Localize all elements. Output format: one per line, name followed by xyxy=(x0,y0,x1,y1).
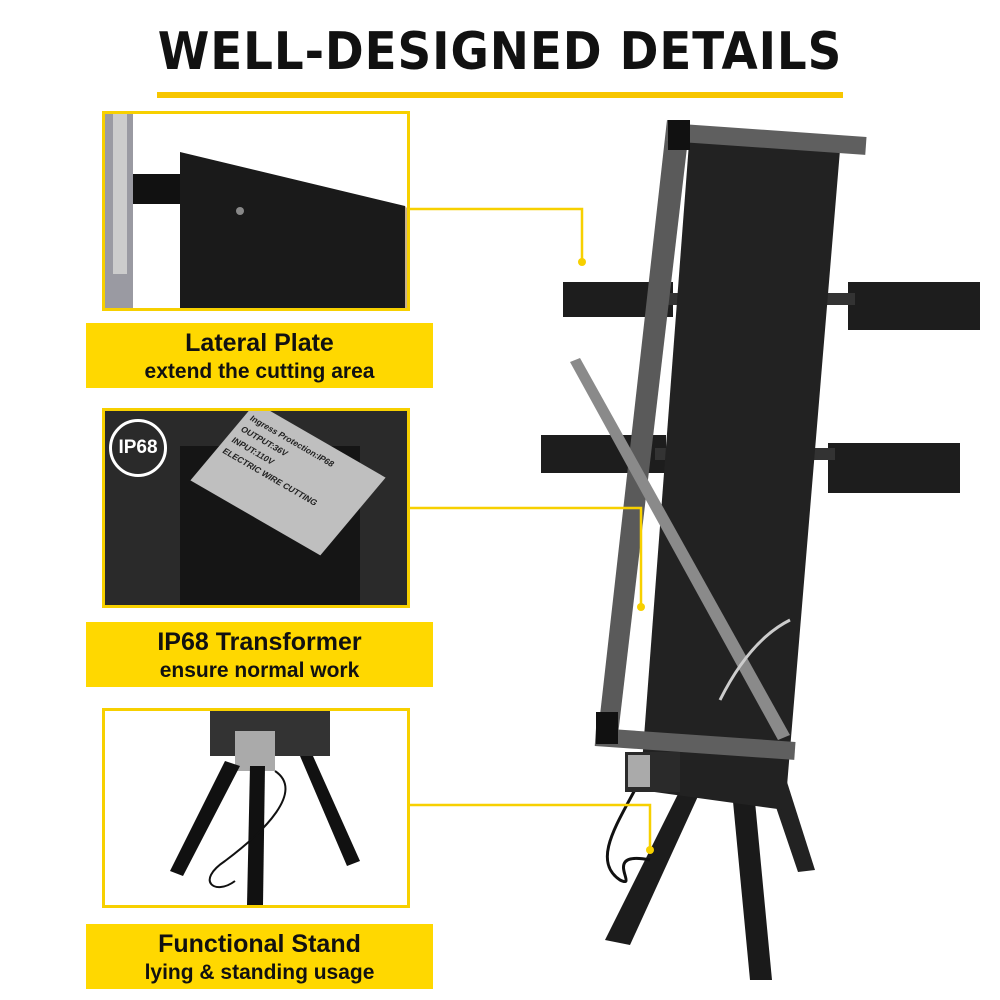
cutting-arm xyxy=(570,358,790,740)
feature-title: IP68 Transformer xyxy=(157,628,362,656)
frame-rail xyxy=(598,120,690,735)
page-title: WELL-DESIGNED DETAILS xyxy=(157,22,843,82)
feature-caption-transformer: IP68 Transformer ensure normal work xyxy=(86,622,433,687)
feature-subtitle: lying & standing usage xyxy=(144,961,375,984)
stand-photo xyxy=(102,708,410,908)
feature-title: Functional Stand xyxy=(158,930,361,958)
title-underline xyxy=(157,92,843,98)
feature-subtitle: ensure normal work xyxy=(159,659,360,682)
feature-title: Lateral Plate xyxy=(185,329,334,357)
lateral-plate xyxy=(848,282,980,330)
feature-subtitle: extend the cutting area xyxy=(144,360,375,383)
lateral-plate-photo xyxy=(102,111,410,311)
cutting-board xyxy=(640,130,840,810)
lateral-plate xyxy=(828,443,960,493)
feature-caption-lateral-plate: Lateral Plate extend the cutting area xyxy=(86,323,433,388)
feature-caption-stand: Functional Stand lying & standing usage xyxy=(86,924,433,989)
ip68-badge: IP68 xyxy=(109,419,167,477)
transformer-photo: IP68 Ingress Protection:IP68 OUTPUT:36V … xyxy=(102,408,410,608)
